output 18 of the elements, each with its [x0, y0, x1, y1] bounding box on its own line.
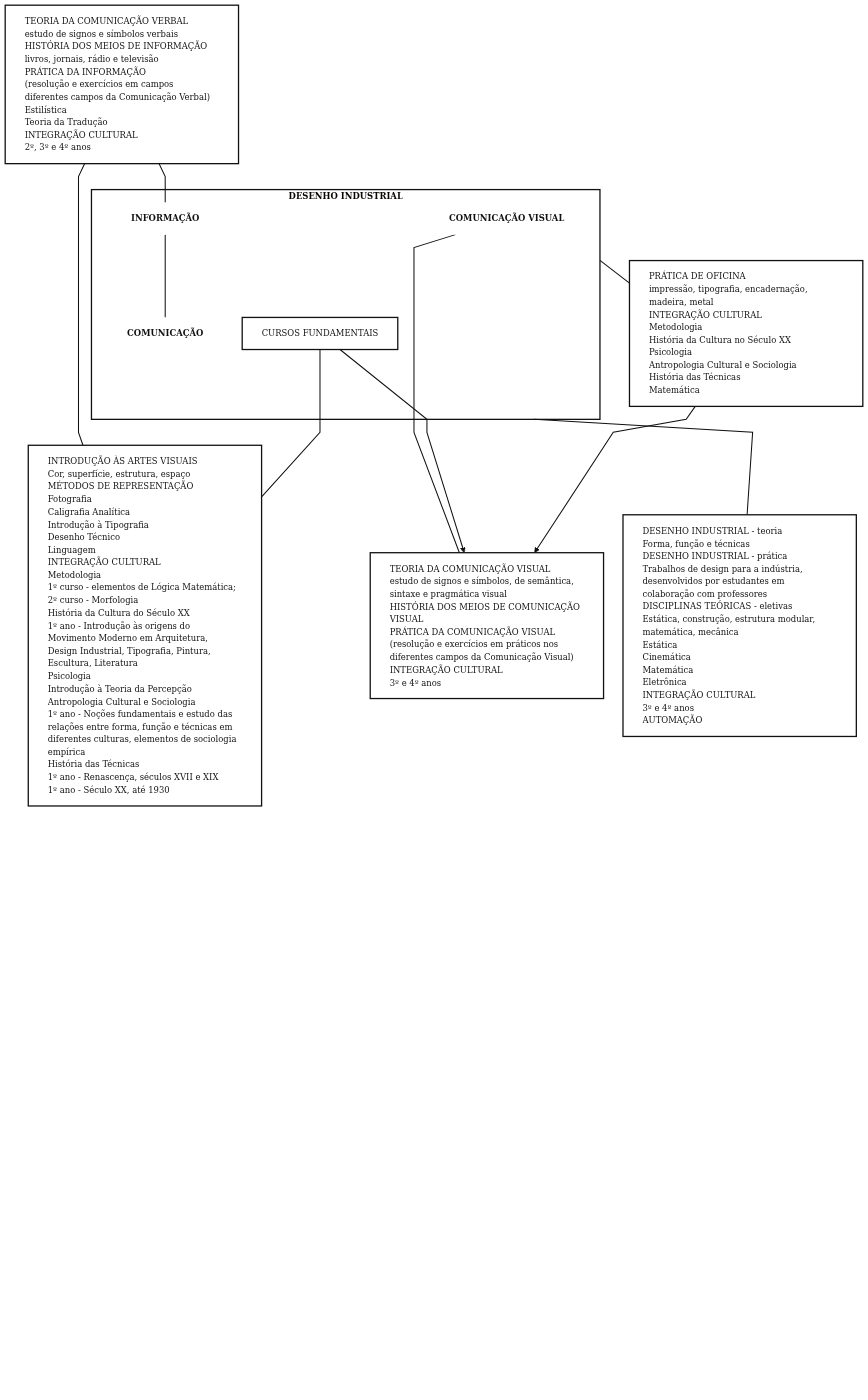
node-text: COMUNICAÇÃO VISUAL	[449, 213, 565, 224]
connector	[599, 259, 630, 284]
arrow	[534, 405, 696, 553]
node-box: INTRODUÇÃO ÀS ARTES VISUAIS Cor, superfície, estrutura, espaço MÉTODOS DE REPRESENTAÇÃO Fotografia Caligrafia Analítica Introdução à Tipografia Desenho Técnico Linguagem INTEGRAÇÃO CULTURAL Metodologia 1º curso - elementos de Lógica Matemática; 2º curso - Morfologia História da Cultura do Século XX 1º ano - Introdução às origens do Movimento Moderno em Arquitetura, Design Industrial, Tipografia, Pintura, Escultura, Literatura Psicologia Introdução à Teoria da Percepção Antropologia Cultural e Sociologia 1º ano - Noções fundamentais e estudo das relações entre forma, função e técnicas em diferentes culturas, elementos de sociologia empírica História das Técnicas 1º ano - Renascença, séculos XVII e XIX 1º ano - Século XX, até 1930	[27, 444, 263, 807]
connector	[158, 163, 166, 204]
connector	[261, 349, 321, 498]
connector	[413, 234, 460, 554]
node-box: TEORIA DA COMUNICAÇÃO VERBAL estudo de signos e símbolos verbais HISTÓRIA DOS MEIOS DE INFORMAÇÃO livros, jornais, rádio e televisão PRÁTICA DA INFORMAÇÃO (resolução e exercícios em campos diferentes campos da Comunicação Verbal) Estilística Teoria da Tradução INTEGRAÇÃO CULTURAL 2º, 3º e 4º anos	[4, 4, 240, 165]
node-text: COMUNICAÇÃO	[127, 328, 204, 339]
connector	[78, 163, 86, 446]
connector	[164, 234, 166, 318]
arrow	[339, 349, 466, 553]
node-box: DESENHO INDUSTRIAL - teoria Forma, função e técnicas DESENHO INDUSTRIAL - prática Trabalhos de design para a indústria, desenvolvidos por estudantes em colaboração com professores DISCIPLINAS TEÓRICAS - eletivas Estática, construção, estrutura modular, matemática, mecânica Estática Cinemática Matemática Eletrônica INTEGRAÇÃO CULTURAL 3º e 4º anos AUTOMAÇÃO	[622, 514, 857, 738]
node-box: TEORIA DA COMUNICAÇÃO VISUAL estudo de signos e símbolos, de semântica, sintaxe e pragmática visual HISTÓRIA DOS MEIOS DE COMUNICAÇÃO VISUAL PRÁTICA DA COMUNICAÇÃO VISUAL (resolução e exercícios em práticos nos diferentes campos da Comunicação Visual) INTEGRAÇÃO CULTURAL 3º e 4º anos	[369, 552, 605, 700]
connector	[533, 418, 754, 516]
node-text: INFORMAÇÃO	[131, 213, 200, 224]
node-box: CURSOS FUNDAMENTAIS	[241, 316, 399, 351]
node-box: PRÁTICA DE OFICINA impressão, tipografia, encadernação, madeira, metal INTEGRAÇÃO CULTURAL Metodologia História da Cultura no Século XX Psicologia Antropologia Cultural e Sociologia História das Técnicas Matemática	[628, 259, 864, 408]
